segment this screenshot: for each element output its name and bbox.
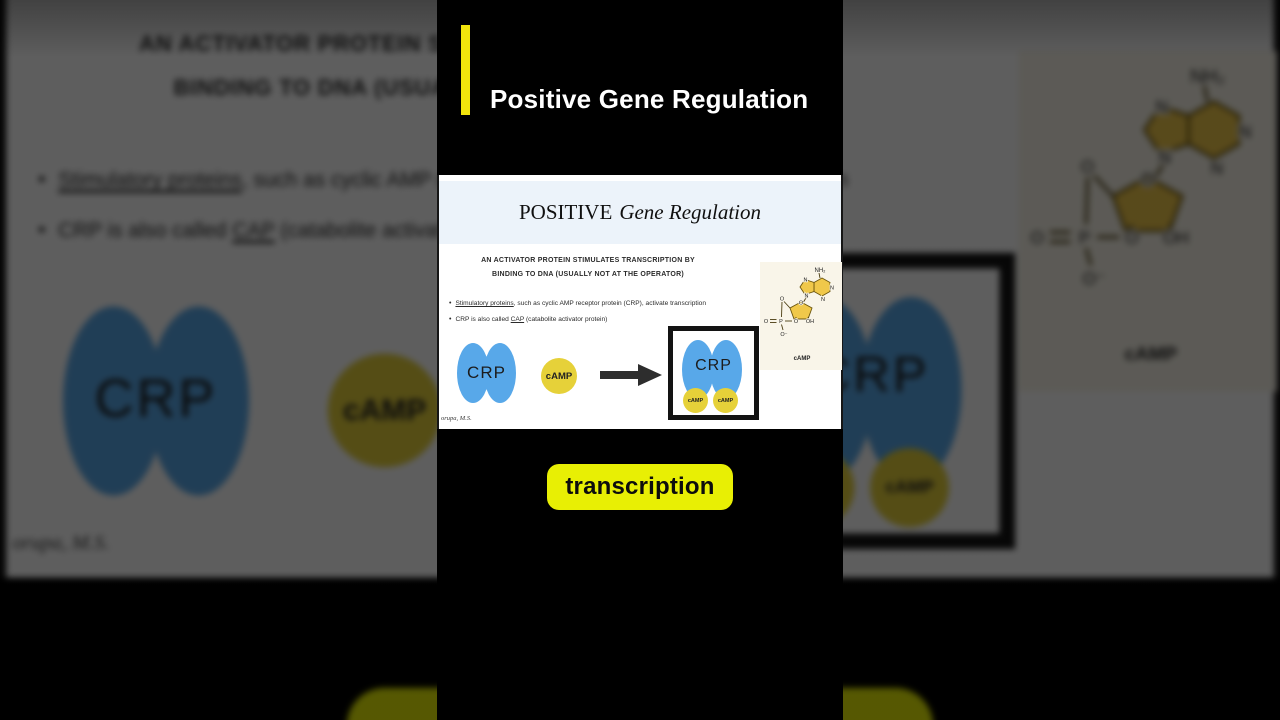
crp-ellipse-left	[457, 343, 489, 403]
slide-header: POSITIVE Gene Regulation	[439, 181, 841, 244]
chem-o-ribose-label: O	[799, 301, 804, 307]
camp-structure-drawing: NH₂ N N N N O O O P O OH O⁻ cAMP	[763, 267, 835, 363]
camp-molecule: cAMP	[541, 358, 577, 394]
crp-protein-diagram: CRP	[457, 343, 516, 403]
box-camp-left: cAMP	[683, 388, 708, 413]
chem-n-label-3: N	[821, 297, 825, 303]
slide-title-italic: Gene Regulation	[619, 200, 762, 224]
chem-o-minus-label: O⁻	[780, 332, 787, 338]
chem-p-label: P	[779, 319, 783, 325]
chem-nh2-label: NH₂	[815, 268, 827, 274]
statement-line-2: BINDING TO DNA (USUALLY NOT AT THE OPERA…	[492, 271, 684, 278]
chem-n-label-2: N	[830, 286, 834, 292]
crp-ellipse-right	[484, 343, 516, 403]
slide-title-caps: POSITIVE	[518, 200, 613, 224]
bullet-1-text: Stimulatory proteins, such as cyclic AMP…	[455, 299, 706, 309]
bullet-2-pre: CRP is also called	[455, 316, 511, 323]
chem-n-label-4: N	[805, 294, 809, 300]
bullet-1-underlined: Stimulatory proteins	[455, 300, 514, 307]
chem-oh-label: OH	[806, 319, 814, 325]
crp-camp-complex-box: CRP cAMP cAMP	[668, 326, 759, 420]
bullet-item-2: CRP is also called CAP (catabolite activ…	[449, 315, 751, 325]
chem-n-label-1: N	[804, 278, 808, 284]
bullet-2-rest: (catabolite activator protein)	[524, 316, 608, 323]
crp-label: CRP	[467, 363, 506, 382]
title-accent-bar	[461, 25, 470, 115]
chem-o-ring-label: O	[794, 319, 799, 325]
credit-text: orupa, M.S.	[441, 415, 472, 422]
bullet-2-underlined: CAP	[510, 316, 525, 323]
box-camp-right: cAMP	[713, 388, 738, 413]
bullet-item-1: Stimulatory proteins, such as cyclic AMP…	[449, 299, 751, 309]
chem-o-double-label: O	[764, 319, 769, 325]
caption-pill: transcription	[547, 464, 733, 510]
bullet-2-text: CRP is also called CAP (catabolite activ…	[455, 315, 607, 325]
shorts-video-frame: Positive Gene Regulation POSITIVE Gene R…	[437, 0, 843, 720]
slide-statement: AN ACTIVATOR PROTEIN STIMULATES TRANSCRI…	[445, 254, 731, 282]
bullet-1-rest: , such as cyclic AMP receptor protein (C…	[513, 300, 707, 307]
camp-structure-figure: NH₂ N N N N O O O P O OH O⁻ cAMP	[760, 262, 842, 370]
bullet-list: Stimulatory proteins, such as cyclic AMP…	[449, 299, 751, 331]
slide: POSITIVE Gene Regulation AN ACTIVATOR PR…	[437, 175, 843, 429]
chem-o-arm-label: O	[780, 297, 785, 303]
chem-caption: cAMP	[794, 356, 811, 362]
video-title: Positive Gene Regulation	[490, 84, 809, 114]
box-crp-label: CRP	[695, 357, 732, 374]
right-arrow-icon	[600, 364, 662, 386]
caption-text: transcription	[565, 473, 715, 500]
statement-line-1: AN ACTIVATOR PROTEIN STIMULATES TRANSCRI…	[481, 257, 695, 264]
